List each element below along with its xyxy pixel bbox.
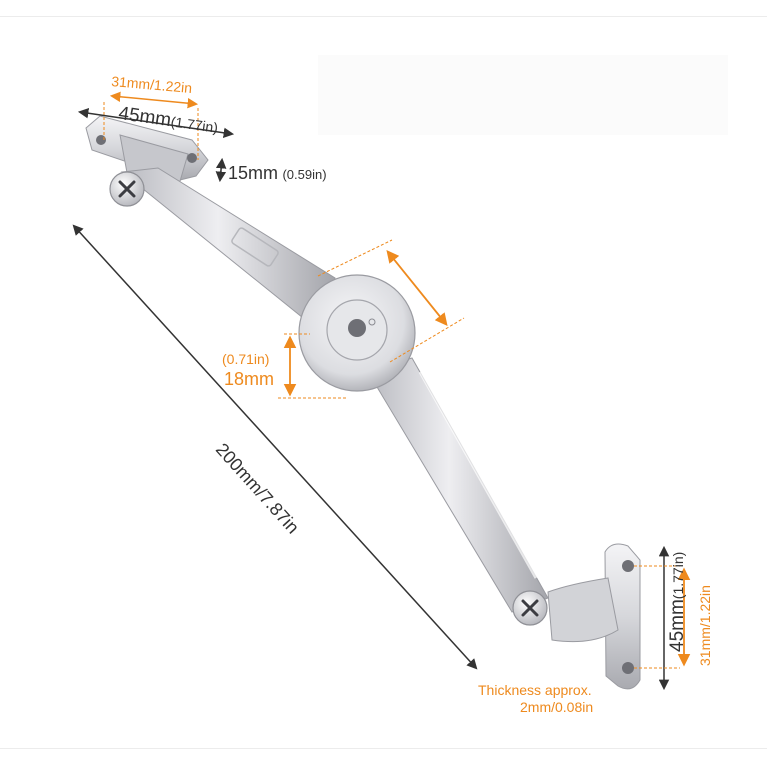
label-right-45mm-mm: 45mm	[667, 599, 688, 652]
label-right-31mm: 31mm/1.22in	[697, 585, 713, 666]
label-15mm-in: (0.59in)	[282, 167, 327, 182]
dim-18mm	[278, 333, 346, 399]
dim-15mm	[215, 157, 227, 183]
background-panel	[318, 55, 728, 135]
phillips-screw-icon	[109, 171, 145, 207]
label-thickness-value: 2mm/0.08in	[520, 699, 594, 715]
label-18mm: 18mm	[224, 369, 275, 389]
label-15mm-mm: 15mm	[228, 163, 279, 183]
lower-arm	[367, 357, 549, 613]
label-right-45mm: 45mm(1.77in)	[667, 551, 688, 652]
top-border	[0, 16, 767, 17]
mount-hole	[622, 560, 634, 572]
dim-disc-width	[317, 239, 465, 363]
phillips-screw-icon	[512, 590, 548, 626]
dim-right-31mm	[634, 565, 691, 669]
mount-hole	[187, 153, 197, 163]
label-18mm-in: (0.71in)	[222, 351, 270, 367]
bottom-border	[0, 748, 767, 749]
label-thickness: Thickness approx.	[478, 682, 592, 698]
upper-arm	[120, 167, 336, 331]
label-right-45mm-in: (1.77in)	[670, 551, 686, 600]
label-15mm: 15mm (0.59in)	[228, 164, 327, 183]
dim-length-200mm	[72, 224, 478, 670]
dim-top-45mm	[77, 108, 235, 138]
mount-hole	[622, 662, 634, 674]
bottom-mounting-plate	[547, 543, 641, 690]
pivot-damper	[298, 274, 416, 392]
